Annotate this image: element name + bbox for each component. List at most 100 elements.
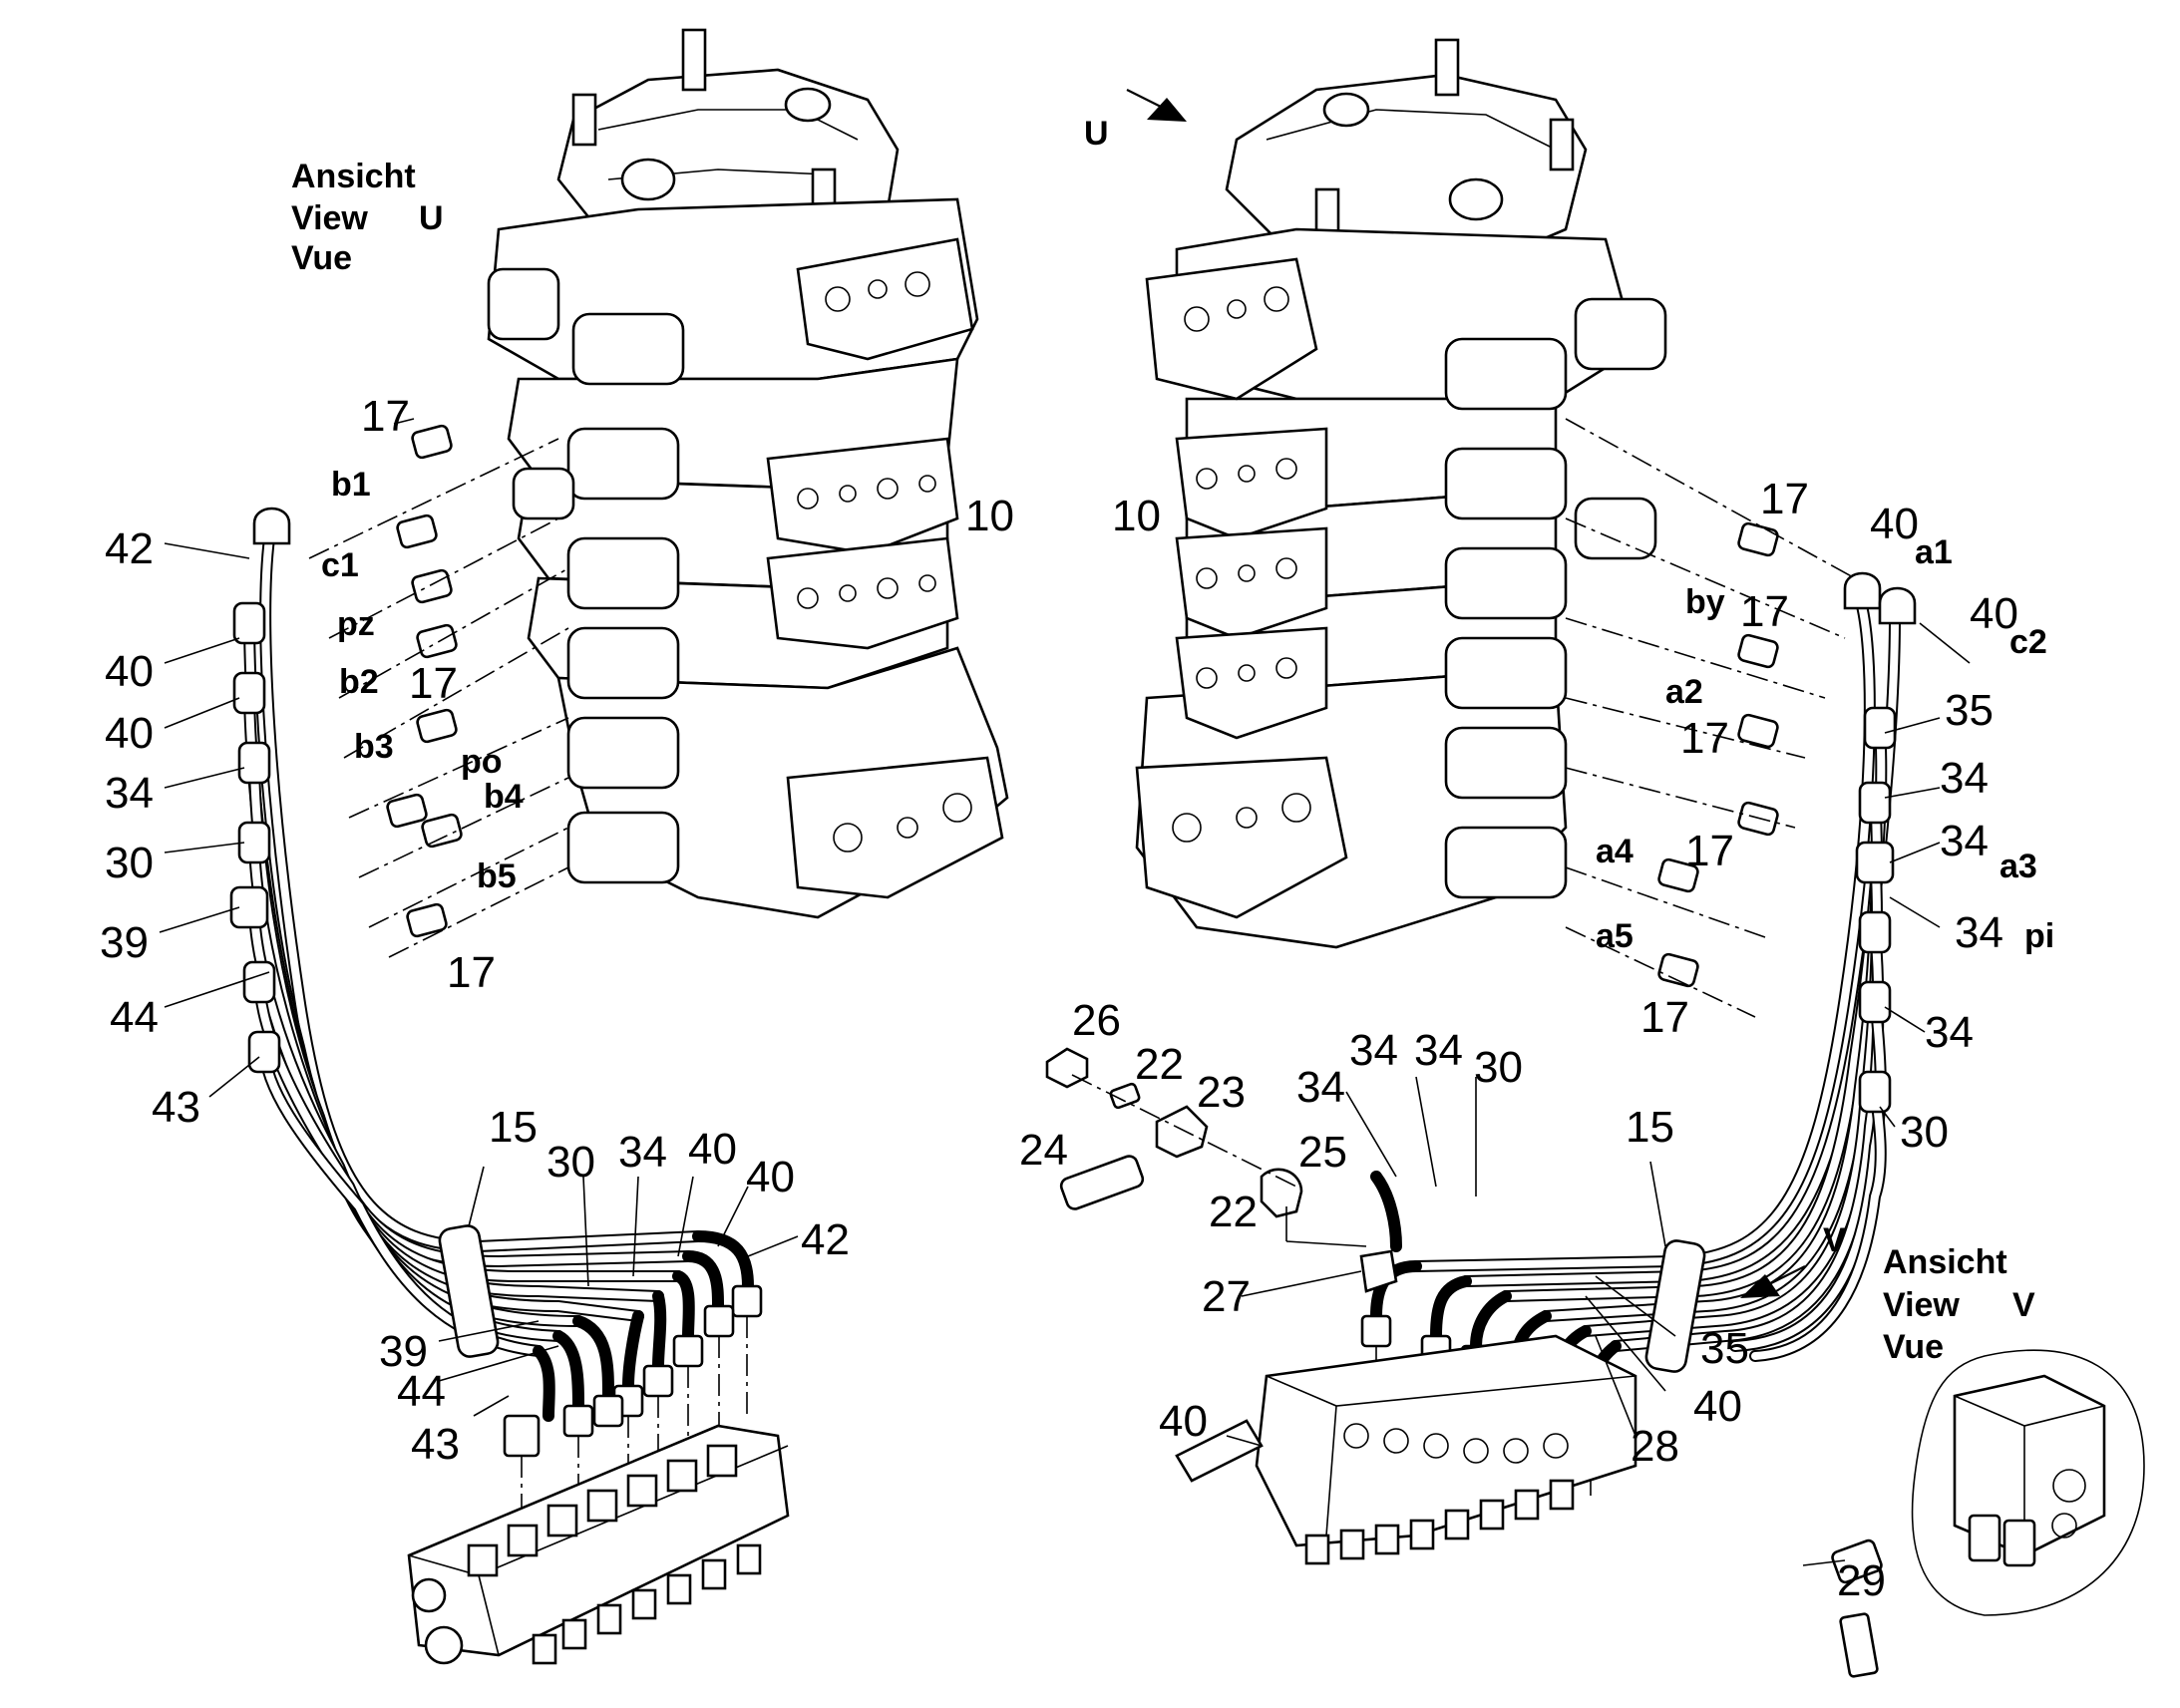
left-leader-lines bbox=[159, 418, 799, 1417]
port-label: a3 bbox=[1999, 848, 2037, 885]
view-v-word-en: View bbox=[1883, 1286, 1960, 1324]
port-label: b2 bbox=[339, 663, 379, 701]
view-v-detail bbox=[1831, 1349, 2145, 1678]
right-control-valve bbox=[1135, 38, 1856, 1018]
view-u-word-de: Ansicht bbox=[291, 158, 416, 195]
part-number: 30 bbox=[1474, 1043, 1523, 1092]
left-lower-fittings bbox=[503, 1230, 763, 1526]
part-number: 39 bbox=[100, 918, 149, 967]
right-center-lines bbox=[1565, 418, 1856, 1018]
part-number: 24 bbox=[1019, 1126, 1068, 1175]
part-number: 10 bbox=[965, 492, 1014, 540]
port-label: a2 bbox=[1665, 673, 1703, 711]
part-number: 27 bbox=[1202, 1272, 1251, 1321]
part-number: 22 bbox=[1135, 1040, 1184, 1089]
view-u-word-en: View bbox=[291, 199, 368, 237]
view-v-word-fr: Vue bbox=[1883, 1328, 1944, 1366]
part-number: 15 bbox=[1626, 1103, 1674, 1152]
port-label: pz bbox=[337, 605, 375, 643]
part-number: 35 bbox=[1945, 686, 1994, 735]
right-leader-lines bbox=[1226, 622, 1971, 1566]
part-number: 40 bbox=[1693, 1382, 1742, 1431]
left-control-valve bbox=[308, 28, 1009, 958]
right-manifold-blocks bbox=[1304, 1423, 1575, 1565]
part-number: 44 bbox=[110, 993, 159, 1042]
part-number: 34 bbox=[618, 1128, 667, 1177]
part-number: 15 bbox=[489, 1103, 538, 1152]
manifold-blocks bbox=[467, 1444, 762, 1665]
part-number: 44 bbox=[397, 1367, 446, 1416]
part-number: 40 bbox=[746, 1153, 795, 1201]
port-label: a5 bbox=[1596, 917, 1634, 955]
part-number: 17 bbox=[447, 948, 496, 997]
part-number: 10 bbox=[1112, 492, 1161, 540]
part-number: 34 bbox=[1296, 1063, 1345, 1112]
left-port-labels: b1 c1 pz b2 b3 po b4 b5 bbox=[321, 466, 524, 895]
view-v-caption: Ansicht View V Vue bbox=[1883, 1243, 2035, 1366]
part-number: 40 bbox=[1870, 500, 1919, 548]
part-number: 17 bbox=[409, 659, 458, 708]
port-label: b3 bbox=[354, 728, 394, 766]
part-number: 43 bbox=[411, 1420, 460, 1469]
part-number: 35 bbox=[1700, 1324, 1749, 1373]
part-number: 28 bbox=[1631, 1422, 1679, 1471]
arrow-u-label: U bbox=[1084, 115, 1109, 153]
view-u-caption: Ansicht View U Vue bbox=[291, 158, 444, 277]
part-number: 29 bbox=[1837, 1556, 1886, 1605]
part-number: 26 bbox=[1072, 996, 1121, 1045]
part-number: 17 bbox=[1640, 993, 1689, 1042]
part-number: 17 bbox=[361, 392, 410, 441]
port-label: c1 bbox=[321, 546, 359, 584]
view-v-letter: V bbox=[2012, 1286, 2035, 1324]
part-number: 34 bbox=[1940, 754, 1989, 803]
loose-fittings bbox=[1045, 1047, 1398, 1483]
part-number: 25 bbox=[1298, 1128, 1347, 1177]
part-number: 30 bbox=[105, 839, 154, 887]
part-number: 17 bbox=[1740, 587, 1789, 636]
part-number: 43 bbox=[152, 1083, 200, 1132]
left-center-lines bbox=[308, 438, 569, 958]
port-label: b5 bbox=[477, 857, 517, 895]
view-v-arrow bbox=[1740, 1265, 1806, 1298]
view-u-word-fr: Vue bbox=[291, 239, 352, 277]
part-number: 34 bbox=[1414, 1026, 1463, 1075]
part-number: 34 bbox=[1940, 817, 1989, 865]
left-part-numbers: 17 10 42 40 40 34 30 39 44 43 17 17 15 3… bbox=[100, 392, 1014, 1469]
part-number: 34 bbox=[1955, 908, 2003, 957]
part-number: 17 bbox=[1680, 714, 1729, 763]
arrow-v-label: V bbox=[1823, 1221, 1846, 1259]
part-number: 17 bbox=[1685, 827, 1734, 875]
part-number: 22 bbox=[1209, 1188, 1258, 1236]
port-label: by bbox=[1685, 583, 1725, 621]
part-number: 40 bbox=[105, 647, 154, 696]
port-label: a4 bbox=[1596, 833, 1634, 870]
part-number: 30 bbox=[546, 1138, 595, 1187]
part-number: 40 bbox=[105, 709, 154, 758]
port-label: a1 bbox=[1915, 533, 1953, 571]
part-number: 42 bbox=[801, 1215, 850, 1264]
right-solenoids bbox=[1444, 297, 1667, 899]
view-v-word-de: Ansicht bbox=[1883, 1243, 2007, 1281]
port-label: c2 bbox=[2009, 623, 2047, 661]
right-plate-holes bbox=[1172, 286, 1311, 843]
right-hose-bundle bbox=[1045, 571, 2145, 1678]
part-number: 34 bbox=[105, 769, 154, 818]
part-number: 17 bbox=[1760, 475, 1809, 523]
part-number: 23 bbox=[1197, 1068, 1246, 1117]
plate-holes bbox=[797, 271, 972, 853]
right-part-numbers: 10 17 40 40 17 17 17 17 35 34 34 34 34 3… bbox=[1019, 475, 2018, 1605]
view-u-arrow bbox=[1126, 89, 1187, 122]
part-number: 40 bbox=[688, 1125, 737, 1174]
part-number: 30 bbox=[1900, 1108, 1949, 1157]
part-number: 34 bbox=[1925, 1008, 1974, 1057]
port-label: pi bbox=[2024, 917, 2054, 955]
part-number: 40 bbox=[1159, 1397, 1208, 1446]
part-number: 39 bbox=[379, 1327, 428, 1376]
view-u-letter: U bbox=[419, 199, 444, 237]
port-label: b1 bbox=[331, 466, 371, 504]
part-number: 42 bbox=[105, 524, 154, 573]
left-solenoids bbox=[487, 267, 685, 884]
part-number: 34 bbox=[1349, 1026, 1398, 1075]
right-port-labels: a1 c2 by a2 a3 pi a4 a5 bbox=[1596, 533, 2054, 955]
